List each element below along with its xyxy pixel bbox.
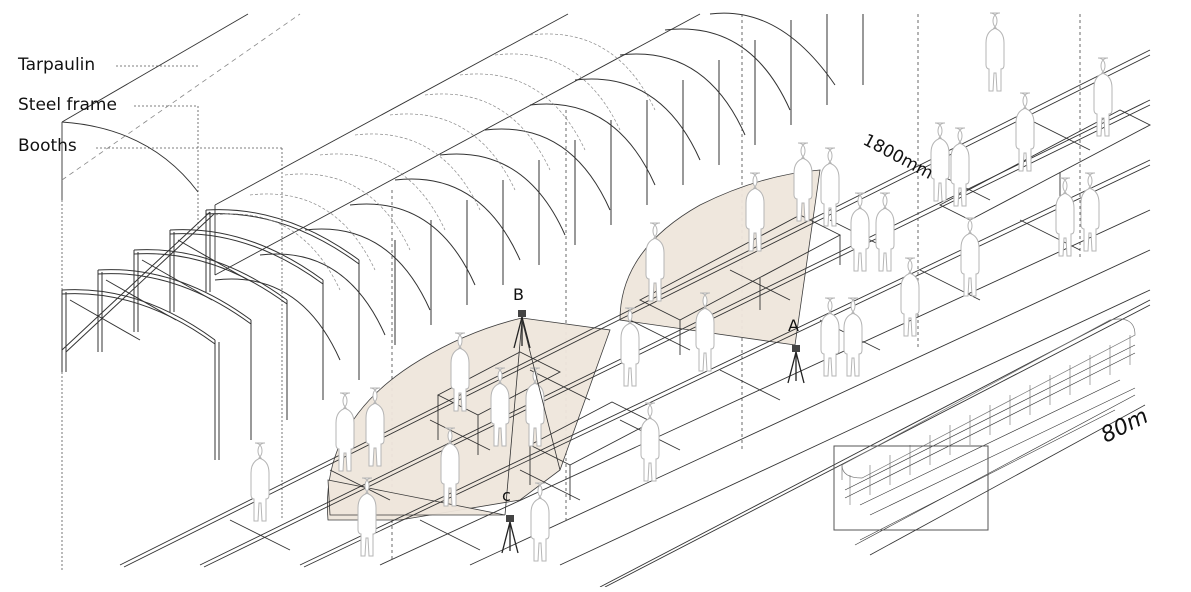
tarpaulin-outline [61, 13, 701, 276]
camera-c [501, 514, 519, 554]
legend-label-booths: Booths [18, 136, 77, 156]
legend-label-steel-frame: Steel frame [18, 95, 117, 115]
camera-label-a: A [788, 316, 799, 335]
camera-a [787, 344, 805, 384]
camera-label-c: c [502, 486, 511, 505]
inset-highlight-frame [833, 445, 989, 531]
inset-key-plan [833, 318, 1146, 556]
steel-frame-hidden [214, 33, 656, 291]
camera-label-b: B [513, 285, 524, 304]
tarpaulin-dashed [61, 13, 301, 181]
legend-label-tarpaulin: Tarpaulin [18, 55, 96, 75]
steel-frame [61, 12, 864, 460]
legend-leaders [61, 65, 283, 570]
